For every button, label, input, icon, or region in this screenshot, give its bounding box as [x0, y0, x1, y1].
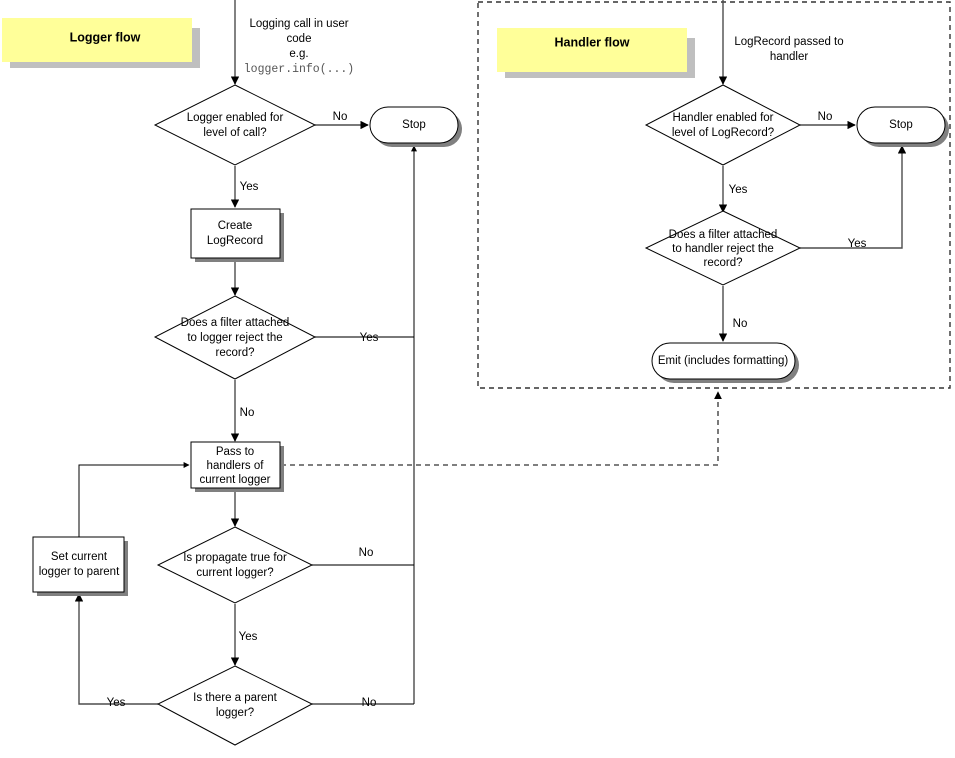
edge-label-logger-enabled-yes: Yes [240, 181, 259, 193]
parent-logger-decision-line2: logger? [216, 707, 254, 719]
emit-terminal[interactable] [651, 342, 796, 380]
parent-logger-decision-line1: Is there a parent [193, 692, 278, 704]
handler-filter-decision-line3: record? [704, 257, 743, 269]
edge-set-current-to-pass [78, 462, 190, 537]
handler-entry-caption-line2: handler [770, 51, 809, 63]
propagate-decision[interactable] [156, 526, 314, 604]
parent-logger-decision[interactable] [156, 665, 314, 746]
handler-entry-caption-line1: LogRecord passed to [734, 36, 843, 48]
create-logrecord-line1: Create [218, 220, 253, 232]
edge-label-parent-no: No [362, 697, 377, 709]
set-current-logger-line1: Set current [51, 551, 108, 563]
logger-enabled-decision-line2: level of call? [203, 127, 266, 139]
logger-flow-banner [2, 18, 192, 62]
handler-flow-banner [497, 28, 687, 72]
logger-enabled-decision-line1: Logger enabled for [187, 112, 284, 124]
stop-terminal-logger-label: Stop [402, 119, 426, 131]
pass-to-handlers-line2: handlers of [207, 460, 265, 472]
stop-terminal-handler-label: Stop [889, 119, 913, 131]
edge-label-logger-enabled-no: No [333, 111, 348, 123]
edge-label-propagate-no: No [359, 547, 374, 559]
edge-label-logger-filter-yes: Yes [360, 332, 379, 344]
logger-filter-decision[interactable] [153, 295, 317, 380]
edge-label-handler-filter-no: No [733, 318, 748, 330]
handler-enabled-decision[interactable] [644, 84, 802, 166]
edge-label-handler-filter-yes: Yes [848, 238, 867, 250]
stop-terminal-handler[interactable] [856, 106, 946, 144]
logger-enabled-decision[interactable] [153, 84, 317, 166]
propagate-decision-line1: Is propagate true for [183, 552, 287, 564]
edge-label-handler-enabled-yes: Yes [729, 184, 748, 196]
logger-entry-caption-line2: code [287, 33, 312, 45]
logger-filter-decision-line3: record? [216, 347, 255, 359]
edge-pass-to-handler-flow [281, 391, 722, 466]
handler-filter-decision-line2: to handler reject the [672, 243, 774, 255]
pass-to-handlers-line3: current logger [200, 474, 271, 486]
logger-filter-decision-line1: Does a filter attached [181, 317, 290, 329]
edge-label-handler-enabled-no: No [818, 111, 833, 123]
propagate-decision-line2: current logger? [196, 567, 273, 579]
edge-handler-filter-yes [800, 145, 907, 249]
handler-filter-decision-line1: Does a filter attached [669, 229, 778, 241]
edge-label-parent-yes: Yes [107, 697, 126, 709]
set-current-logger-process[interactable] [32, 536, 125, 593]
logger-flow-banner-label: Logger flow [70, 30, 141, 44]
logger-entry-caption-line1: Logging call in user [249, 18, 348, 30]
stop-terminal-logger[interactable] [369, 106, 459, 144]
edge-label-propagate-yes: Yes [239, 631, 258, 643]
edge-label-logger-filter-no: No [240, 407, 255, 419]
edge-parent-yes-to-set-current [74, 593, 158, 705]
handler-enabled-decision-line1: Handler enabled for [672, 112, 773, 124]
set-current-logger-line2: logger to parent [39, 566, 120, 578]
handler-flow-container [477, 1, 951, 389]
handler-flow-banner-label: Handler flow [554, 35, 629, 49]
create-logrecord-process[interactable] [190, 208, 281, 259]
handler-enabled-decision-line2: level of LogRecord? [672, 127, 774, 139]
create-logrecord-line2: LogRecord [207, 235, 263, 247]
pass-to-handlers-process[interactable] [190, 441, 281, 489]
logger-entry-caption-line3: e.g. [289, 48, 308, 60]
pass-to-handlers-line1: Pass to [216, 446, 254, 458]
handler-filter-decision[interactable] [644, 210, 802, 286]
logger-entry-caption-code: logger.info(...) [244, 63, 354, 76]
emit-terminal-label: Emit (includes formatting) [658, 355, 789, 367]
logger-filter-decision-line2: to logger reject the [187, 332, 282, 344]
